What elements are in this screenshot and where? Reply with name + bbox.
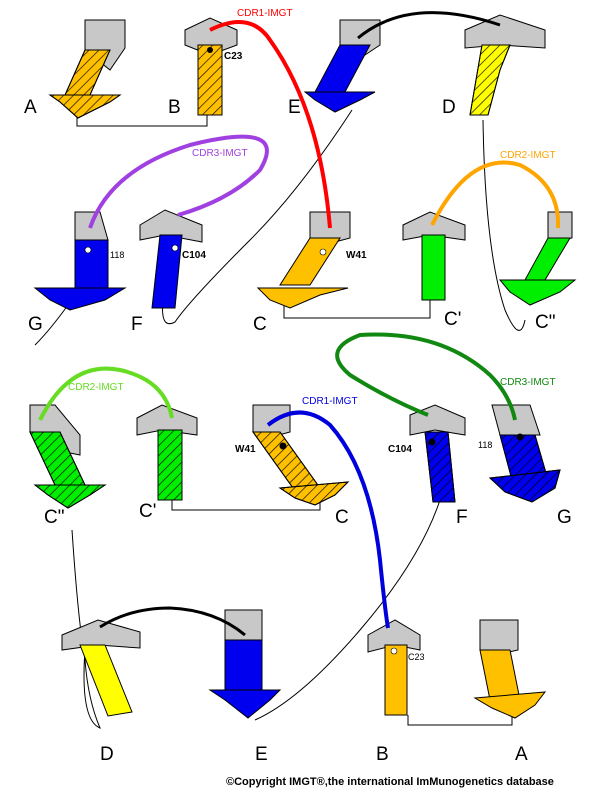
cdr2-loop-bottom bbox=[38, 366, 174, 421]
cdr1-label-top: CDR1-IMGT bbox=[237, 8, 293, 19]
residue-C104-top: C104 bbox=[182, 250, 206, 261]
residue-W41-top: W41 bbox=[346, 250, 367, 261]
d-e-loop-bottom bbox=[99, 606, 246, 637]
cdr2-loop-top bbox=[430, 160, 561, 229]
strand-Cp-bottom bbox=[136, 404, 198, 501]
strand-C-bottom bbox=[252, 404, 350, 506]
strand-G-bottom bbox=[488, 404, 561, 503]
residue-C23-top: C23 bbox=[224, 51, 243, 62]
cdr1-loop-bottom bbox=[266, 410, 390, 629]
strand-B-top bbox=[184, 17, 238, 116]
strand-A-bottom bbox=[473, 619, 547, 719]
loop-C-Cprime bbox=[283, 300, 431, 319]
loop-D-Cpp bbox=[482, 119, 526, 331]
residue-W41-bottom: W41 bbox=[235, 444, 256, 455]
cdr3-label-bottom: CDR3-IMGT bbox=[500, 377, 556, 388]
strand-label-C-bottom: C bbox=[335, 507, 349, 528]
strand-D-bottom bbox=[61, 619, 141, 717]
cdr3-loop-top bbox=[88, 134, 269, 229]
cdr3-loop-bottom bbox=[335, 332, 517, 421]
strand-label-Cp-bottom: C' bbox=[139, 501, 156, 522]
loop-E-F bbox=[254, 499, 441, 721]
strand-label-E-top: E bbox=[288, 97, 301, 118]
cdr2-label-top: CDR2-IMGT bbox=[500, 150, 556, 161]
strand-D-top bbox=[464, 14, 546, 116]
cdr2-label-bottom: CDR2-IMGT bbox=[68, 382, 124, 393]
strand-Cpp-bottom bbox=[29, 404, 107, 509]
cdr3-label-top: CDR3-IMGT bbox=[192, 148, 248, 159]
loop-Cpp-D bbox=[71, 529, 101, 729]
copyright-notice: ©Copyright IMGT®,the international ImMun… bbox=[226, 776, 554, 788]
strand-label-A-top: A bbox=[24, 97, 37, 118]
e-d-loop-top bbox=[357, 11, 501, 40]
strand-label-G-bottom: G bbox=[557, 507, 572, 528]
strand-B-bottom bbox=[367, 619, 421, 716]
residue-C23-bottom: C23 bbox=[408, 652, 425, 662]
residue-118-bottom: 118 bbox=[478, 440, 492, 450]
strand-label-D-top: D bbox=[442, 97, 456, 118]
strand-E-top bbox=[303, 19, 381, 113]
strand-C-top bbox=[256, 211, 351, 309]
strand-Cpp-top bbox=[498, 211, 577, 306]
strand-label-F-top: F bbox=[131, 314, 143, 335]
residue-118-top: 118 bbox=[110, 250, 124, 260]
strand-label-Cpp-top: C" bbox=[535, 312, 555, 333]
strand-label-G-top: G bbox=[28, 314, 43, 335]
strand-label-Cpp-bottom: C" bbox=[44, 507, 64, 528]
strand-F-bottom bbox=[409, 404, 466, 503]
strand-F-top bbox=[139, 209, 203, 309]
strand-label-F-bottom: F bbox=[456, 507, 468, 528]
strand-label-C-top: C bbox=[253, 314, 267, 335]
strand-label-D-bottom: D bbox=[100, 744, 114, 765]
strand-label-A-bottom: A bbox=[515, 744, 528, 765]
residue-C104-bottom: C104 bbox=[388, 444, 412, 455]
loop-Cp-C bbox=[171, 500, 321, 511]
strand-label-E-bottom: E bbox=[255, 744, 268, 765]
strand-label-B-top: B bbox=[168, 97, 181, 118]
cdr1-loop-top bbox=[209, 20, 332, 229]
loop-A-B bbox=[76, 115, 208, 127]
strand-A-top bbox=[48, 19, 126, 119]
strand-Cp-top bbox=[402, 211, 466, 301]
loop-B-A bbox=[407, 712, 513, 726]
strand-label-B-bottom: B bbox=[376, 744, 389, 765]
strand-label-Cp-top: C' bbox=[444, 309, 461, 330]
cdr1-label-bottom: CDR1-IMGT bbox=[302, 396, 358, 407]
loop-B-C bbox=[162, 109, 353, 325]
strand-E-bottom bbox=[208, 609, 282, 719]
strand-G-top bbox=[33, 211, 127, 311]
loop-F-G bbox=[34, 304, 69, 346]
